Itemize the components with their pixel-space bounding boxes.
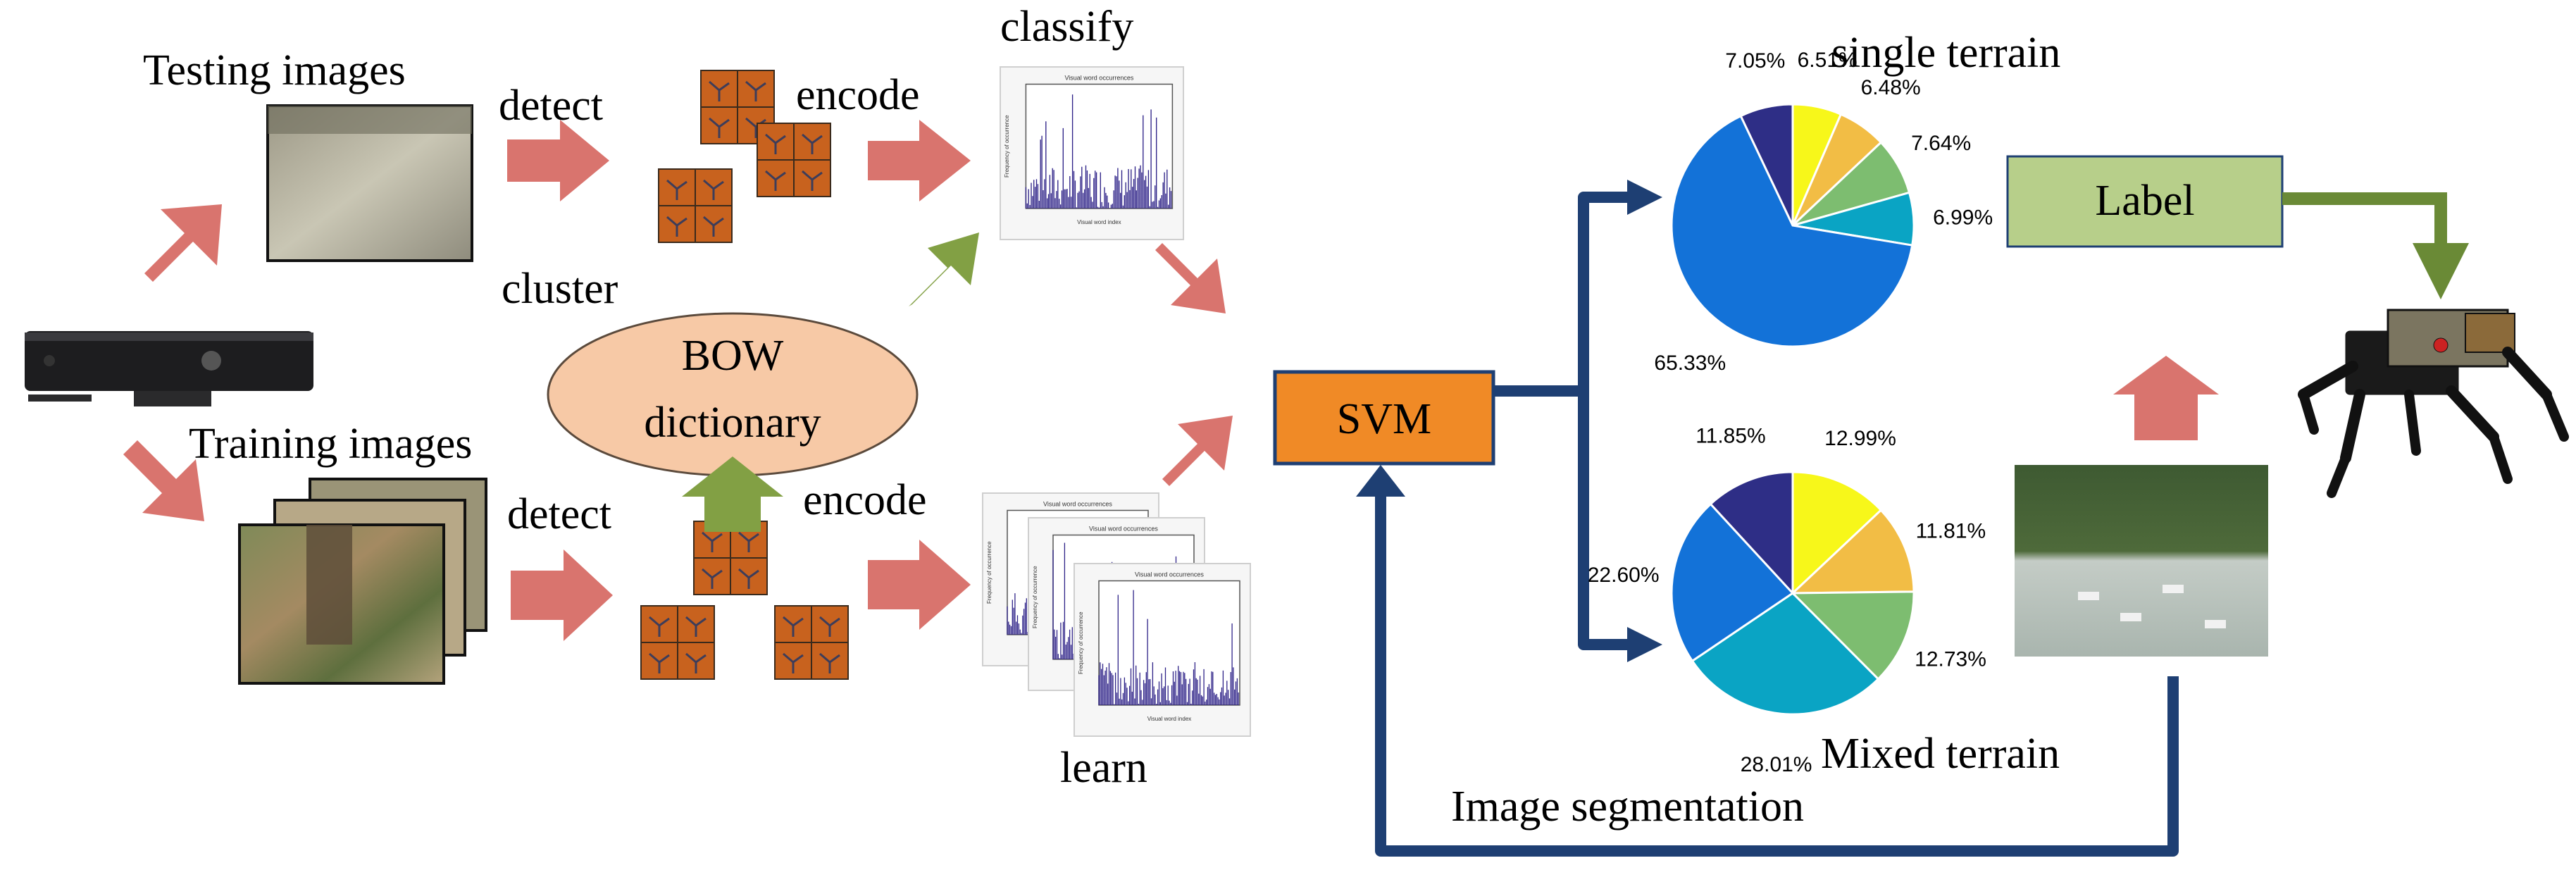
pie-slice — [1790, 509, 1915, 595]
label-testing-images: Testing images — [143, 46, 406, 94]
label-detect-top: detect — [499, 82, 603, 130]
pie-slice — [1791, 471, 1883, 596]
label-cluster: cluster — [502, 265, 618, 313]
arrow-detect-top — [507, 120, 609, 201]
arrow-features-to-bow — [682, 456, 783, 532]
histogram-ylabel: Frequency of occurrence — [986, 541, 993, 604]
arrow-svm-branch — [1495, 192, 1634, 397]
arrows-navy — [1375, 192, 2179, 857]
arrow-to-label-up — [2113, 356, 2219, 440]
svm-node — [1273, 370, 1495, 466]
histogram-xlabel: Visual word index — [1077, 219, 1121, 225]
arrow-learn-up — [1162, 416, 1233, 486]
arrow-kinect-to-training — [123, 440, 204, 521]
pie-slice — [1691, 592, 1880, 716]
arrow-label-to-robot — [2282, 192, 2469, 299]
histogram-title: Visual word occurrences — [1064, 75, 1133, 82]
pie-slice-label: 11.81% — [1916, 519, 1986, 542]
histogram-ylabel: Frequency of occurrence — [1032, 566, 1038, 628]
training-image-stack — [238, 478, 487, 685]
label-training-images: Training images — [189, 420, 472, 468]
arrows-green — [682, 232, 979, 532]
label-node — [2006, 155, 2284, 248]
pie-slice-label: 6.48% — [1861, 76, 1921, 99]
label-single-terrain: single terrain — [1831, 29, 2060, 77]
pie-slice-label: 22.60% — [1588, 564, 1660, 587]
label-svm: SVM — [1337, 395, 1431, 443]
pie-slice — [1670, 114, 1914, 348]
arrow-kinect-to-testing — [144, 204, 222, 282]
pie-single-terrain: 6.51%6.48% 7.64% 6.99% 65.33% 7.05% — [1654, 49, 1993, 375]
arrow-classify-down — [1155, 243, 1226, 313]
histogram-title: Visual word occurrences — [1135, 571, 1204, 578]
histogram-bars — [1025, 94, 1172, 209]
label-encode-top: encode — [796, 71, 920, 119]
histogram-ylabel: Frequency of occurrence — [1078, 611, 1084, 674]
arrow-encode-top — [868, 120, 971, 201]
arrow-segmentation-loop — [1375, 493, 2179, 857]
text-labels: Testing images detect encode classify cl… — [143, 3, 2195, 831]
pie-slice-label: 6.99% — [1933, 206, 1993, 230]
histogram-xlabel: Visual word index — [1147, 716, 1192, 722]
label-image-segmentation: Image segmentation — [1451, 783, 1804, 831]
feature-patches-bottom — [641, 521, 848, 679]
histogram-title: Visual word occurrences — [1043, 501, 1112, 508]
histogram-title: Visual word occurrences — [1089, 526, 1158, 533]
label-classify: classify — [1000, 3, 1133, 51]
pie-slice-label: 7.05% — [1725, 49, 1785, 73]
arrow-svm-branch-lower — [1578, 391, 1634, 650]
testing-image — [266, 104, 473, 262]
pie-slice — [1709, 471, 1794, 596]
histogram-bars — [1098, 590, 1239, 705]
label-mixed-terrain: Mixed terrain — [1821, 730, 2060, 778]
pie-slice-label: 6.51% — [1798, 49, 1858, 72]
pie-slice — [1790, 590, 1915, 681]
pie-mixed-terrain: 12.99% 11.81% 12.73% 28.01% 22.60% 11.85% — [1588, 425, 1986, 776]
histogram-ylabel: Frequency of occurrence — [1004, 115, 1010, 178]
pie-slice-label: 11.85% — [1695, 425, 1766, 448]
arrow-detect-bottom — [511, 549, 613, 641]
hexapod-robot-icon — [2298, 309, 2569, 498]
pie-slice-label: 7.64% — [1911, 132, 1971, 155]
pie-slice-label: 12.99% — [1824, 427, 1896, 450]
pie-slice — [1670, 502, 1795, 663]
arrowheads-navy — [1356, 180, 1662, 662]
arrow-bow-to-classify — [909, 232, 979, 306]
kinect-camera-icon — [25, 331, 313, 406]
label-bow-line1: BOW — [682, 332, 784, 380]
pie-slice — [1739, 103, 1794, 226]
pie-slice-label: 65.33% — [1654, 352, 1726, 375]
arrows-flow — [123, 120, 2219, 641]
arrow-encode-bottom — [868, 540, 971, 630]
pie-slice-label: 28.01% — [1741, 753, 1812, 776]
label-bow-line2: dictionary — [644, 399, 821, 447]
label-label: Label — [2095, 177, 2194, 225]
label-learn: learn — [1060, 744, 1147, 792]
label-detect-bottom: detect — [507, 490, 611, 538]
label-encode-bottom: encode — [803, 476, 927, 524]
mixed-terrain-photo — [2015, 465, 2268, 657]
pie-slice-label: 12.73% — [1915, 647, 1986, 671]
